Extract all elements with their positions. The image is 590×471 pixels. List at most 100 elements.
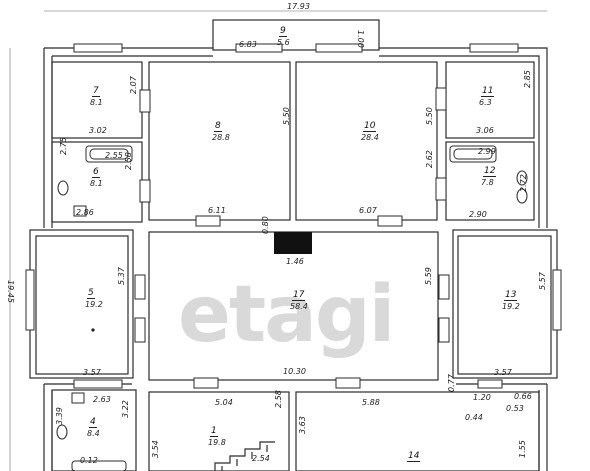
dimension-label: 1.20 — [473, 393, 491, 402]
dimension-label: 2.55 — [105, 151, 123, 160]
room-5-inner — [35, 235, 129, 375]
stairs — [214, 441, 275, 471]
room-17-area: 58.4 — [290, 302, 308, 311]
dimension-label: 0.12 — [80, 456, 98, 465]
dimension-label: 2.85 — [523, 70, 532, 88]
wall-outer-upper — [43, 47, 548, 228]
door-8 — [139, 89, 151, 113]
dimension-label: 3.22 — [121, 400, 130, 418]
room-5-outline — [29, 229, 134, 379]
dimension-label: 19.45 — [6, 280, 15, 303]
room-4-outline — [51, 389, 137, 471]
window-top-right — [469, 43, 519, 53]
door-13a — [438, 274, 450, 300]
watermark: etagi — [178, 270, 395, 360]
dimension-label: 10.30 — [283, 367, 306, 376]
dimension-label: 2.62 — [425, 150, 434, 168]
dimension-label: 3.06 — [476, 126, 494, 135]
dimension-label: 3.57 — [83, 368, 101, 377]
window-top-left — [73, 43, 123, 53]
room-13-area: 19.2 — [502, 302, 520, 311]
door-5b — [134, 317, 146, 343]
dimension-label: 2.72 — [519, 174, 528, 192]
room-5-number: 5 — [87, 288, 95, 299]
overall-width-label: 17.93 — [287, 2, 310, 11]
dimension-label: 2.99 — [478, 147, 496, 156]
window-bottom-left — [73, 379, 123, 389]
dimension-label: 5.37 — [117, 267, 126, 285]
dimension-label: 1.55 — [518, 440, 527, 458]
room-12-number: 12 — [483, 166, 497, 177]
room-7-area: 8.1 — [90, 98, 103, 107]
wall-balcony-9 — [212, 19, 380, 51]
dimension-label: 1.00 — [356, 30, 365, 48]
room-1-outline — [148, 391, 290, 471]
room-9-area: 5.6 — [277, 38, 290, 47]
door-1-top — [193, 377, 219, 389]
toilet-6 — [57, 180, 69, 196]
dimension-label: 5.57 — [538, 272, 547, 290]
toilet-12b — [516, 188, 528, 204]
dimension-label: 3.63 — [298, 416, 307, 434]
room-8-number: 8 — [214, 121, 222, 132]
dimension-label: 2.58 — [274, 390, 283, 408]
dimension-label: 6.11 — [208, 206, 226, 215]
window-left-5 — [25, 269, 35, 331]
window-bottom-right — [477, 379, 503, 389]
room-17-number: 17 — [292, 290, 306, 301]
door-5a — [134, 274, 146, 300]
dimension-label: 6.83 — [239, 40, 257, 49]
room-11-number: 11 — [481, 86, 495, 97]
dimension-label: 5.04 — [215, 398, 233, 407]
dimension-label: 5.50 — [425, 107, 434, 125]
room-9-number: 9 — [279, 26, 287, 37]
stairs-inner — [221, 445, 268, 471]
dimension-label: 0.66 — [514, 392, 532, 401]
dimension-label: 5.88 — [362, 398, 380, 407]
door-14-top — [335, 377, 361, 389]
room-10-outline — [295, 61, 438, 221]
room-14-number: 14 — [407, 451, 421, 462]
room-7-number: 7 — [92, 86, 100, 97]
dimension-label: 2.86 — [76, 208, 94, 217]
window-right-13 — [552, 269, 562, 331]
room-5-marker — [91, 328, 95, 332]
bathtub-12-inner — [453, 148, 493, 160]
dimension-label: 0.53 — [506, 404, 524, 413]
room-10-area: 28.4 — [361, 133, 379, 142]
room-6-area: 8.1 — [90, 179, 103, 188]
dimension-label: 2.75 — [59, 137, 68, 155]
door-6 — [139, 179, 151, 203]
dimension-label: 2.63 — [93, 395, 111, 404]
room-13-number: 13 — [504, 290, 518, 301]
door-10-bottom — [377, 215, 403, 227]
room-1-number: 1 — [210, 426, 218, 437]
door-12 — [435, 177, 447, 201]
shaft-block — [274, 232, 312, 254]
bathtub-4 — [71, 460, 127, 471]
room-8-area: 28.8 — [212, 133, 230, 142]
dimension-label: 0.80 — [261, 216, 270, 234]
dimension-label: 5.50 — [282, 107, 291, 125]
dimension-label: 0.77 — [447, 374, 456, 392]
toilet-4 — [56, 424, 68, 440]
room-6-number: 6 — [92, 167, 100, 178]
dimension-label: 2.54 — [252, 454, 270, 463]
sink-6 — [73, 205, 87, 217]
dimension-label: 2.58 — [124, 152, 133, 170]
room-12-area: 7.8 — [481, 178, 494, 187]
door-11 — [435, 87, 447, 111]
dimension-label: 5.59 — [424, 267, 433, 285]
room-1-area: 19.8 — [208, 438, 226, 447]
dimension-label: 3.02 — [89, 126, 107, 135]
dimension-label: 6.07 — [359, 206, 377, 215]
dimension-label: 1.46 — [286, 257, 304, 266]
room-11-area: 6.3 — [479, 98, 492, 107]
toilet-12 — [516, 170, 528, 186]
room-4-area: 8.4 — [87, 429, 100, 438]
door-8-bottom — [195, 215, 221, 227]
dimension-label: 2.07 — [129, 76, 138, 94]
room-13-inner — [457, 235, 552, 375]
sink-4 — [71, 392, 85, 404]
window-top-9b — [315, 43, 363, 53]
